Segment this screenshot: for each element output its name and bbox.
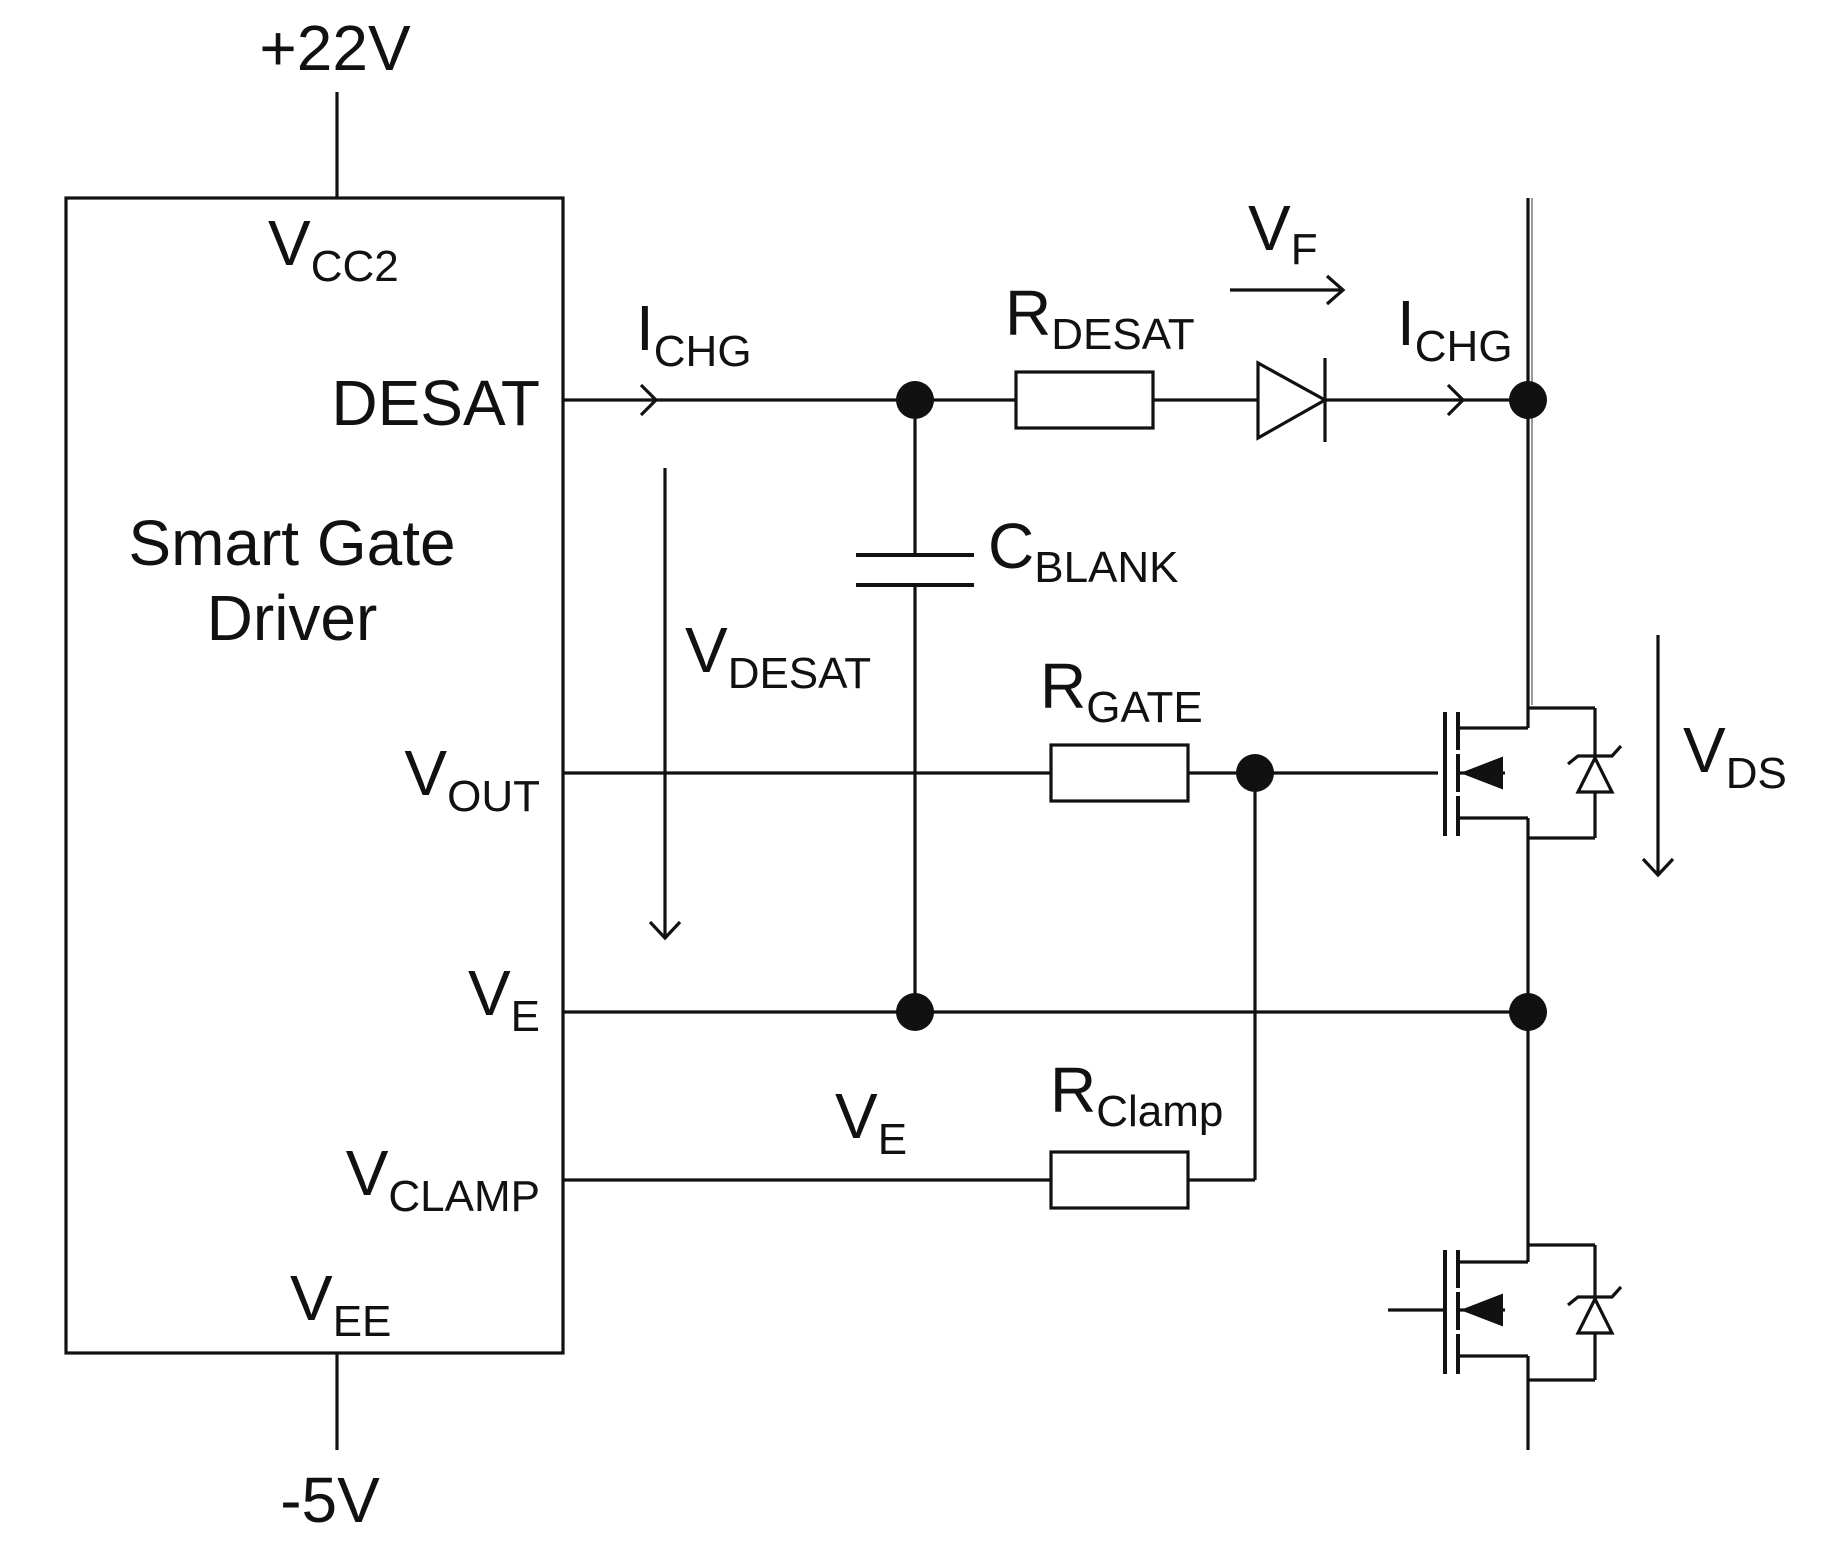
pin-label-vclamp: VCLAMP: [346, 1137, 540, 1221]
r-gate-label: RGATE: [1040, 650, 1203, 732]
vf-label: VF: [1248, 192, 1318, 274]
driver-ic-box: [64, 196, 565, 1355]
driver-title-line1: Smart Gate: [128, 507, 455, 579]
vds-label: VDS: [1683, 714, 1787, 798]
supply-positive-label: +22V: [259, 12, 411, 84]
ichg-right-label: ICHG: [1397, 287, 1513, 371]
pin-label-vout: VOUT: [404, 737, 540, 821]
ve-line-label: VE: [835, 1080, 907, 1164]
bottom-mosfet: [1388, 1012, 1623, 1450]
supply-negative-label: -5V: [280, 1464, 380, 1536]
vf-arrow: [1230, 274, 1346, 306]
r-gate-resistor: [1049, 743, 1190, 803]
vds-arrow: [1641, 635, 1675, 878]
vdesat-arrow: [648, 468, 682, 941]
vclamp-net: [563, 773, 1257, 1182]
ichg-left-label: ICHG: [636, 292, 752, 376]
pin-label-vee: VEE: [290, 1262, 391, 1346]
c-blank-label: CBLANK: [988, 510, 1179, 592]
r-clamp-label: RClamp: [1050, 1054, 1223, 1136]
vdesat-label: VDESAT: [685, 614, 871, 698]
pin-label-desat: DESAT: [331, 367, 540, 439]
r-desat-label: RDESAT: [1005, 277, 1195, 359]
c-blank-capacitor: [856, 400, 974, 1012]
ichg-left-arrowhead: [639, 383, 659, 417]
ichg-right-arrowhead: [1446, 383, 1466, 417]
r-desat-resistor: [1014, 370, 1155, 430]
pin-label-vcc2: VCC2: [268, 207, 399, 291]
pin-label-ve: VE: [468, 957, 540, 1041]
top-mosfet: [1443, 706, 1623, 1012]
desat-diode: [1256, 358, 1329, 442]
junction-drain: [1509, 381, 1547, 419]
driver-title-line2: Driver: [207, 582, 378, 654]
r-clamp-resistor: [1049, 1150, 1190, 1210]
